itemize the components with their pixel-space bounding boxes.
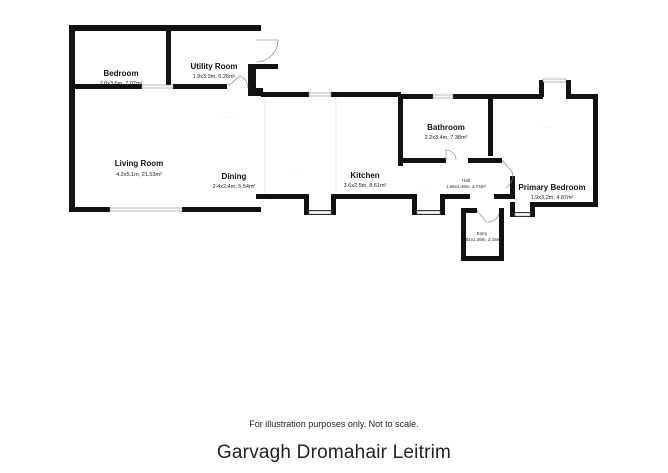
window bbox=[109, 207, 183, 212]
window bbox=[514, 212, 531, 217]
window bbox=[432, 94, 454, 99]
room-labels: Bedroom 2.0x3.6m, 7.07m² Utility Room 1.… bbox=[100, 62, 586, 242]
room-name-utility: Utility Room bbox=[190, 62, 237, 71]
wall bbox=[248, 64, 256, 90]
room-dims-primary-bedroom: 1.9x3.2m, 4.87m² bbox=[531, 195, 574, 201]
wall bbox=[173, 84, 227, 89]
wall bbox=[304, 194, 309, 214]
wall bbox=[566, 94, 598, 99]
wall bbox=[398, 94, 433, 99]
wall bbox=[69, 84, 142, 89]
room-dims-entry: 1.51x1.49m, 2.16m² bbox=[462, 237, 503, 242]
measurement-note: · · · · · · · bbox=[420, 183, 431, 186]
room-name-entry: Entry bbox=[477, 231, 488, 236]
room-name-kitchen: Kitchen bbox=[350, 171, 379, 180]
wall bbox=[256, 194, 309, 199]
door-swing bbox=[445, 149, 457, 161]
measurement-note: · · · · · · · · bbox=[290, 174, 302, 177]
window bbox=[141, 84, 174, 89]
wall bbox=[398, 94, 403, 164]
wall bbox=[398, 160, 403, 166]
room-dims-kitchen: 3.6x2.5m, 8.61m² bbox=[344, 183, 387, 189]
room-name-hall: Hall bbox=[462, 178, 470, 183]
wall bbox=[261, 92, 309, 97]
wall bbox=[440, 194, 470, 199]
room-dims-utility: 1.9x3.3m, 6.26m² bbox=[193, 74, 236, 80]
wall bbox=[468, 158, 502, 163]
wall bbox=[331, 92, 401, 97]
wall bbox=[510, 202, 515, 217]
measurement-note: · · · · · · · · · bbox=[222, 116, 236, 119]
wall bbox=[488, 94, 543, 99]
wall bbox=[534, 202, 598, 207]
window bbox=[308, 92, 332, 97]
wall bbox=[182, 207, 261, 212]
room-dims-dining: 2.4x2.4m, 5.54m² bbox=[213, 184, 256, 190]
wall bbox=[331, 194, 336, 214]
room-dims-bathroom: 2.2x3.4m, 7.38m² bbox=[425, 135, 468, 141]
wall bbox=[461, 208, 466, 260]
room-dims-hall: 1.65x1.49m, 2.74m² bbox=[446, 184, 487, 189]
wall bbox=[461, 208, 477, 213]
walls bbox=[69, 25, 598, 261]
windows bbox=[109, 78, 567, 217]
measurement-notes: · · · · · · · · · · · · · · · · · · · · … bbox=[222, 116, 552, 186]
door-swing bbox=[227, 75, 249, 89]
disclaimer-text: For illustration purposes only. Not to s… bbox=[249, 419, 419, 429]
wall bbox=[488, 94, 493, 156]
wall bbox=[539, 80, 544, 97]
wall bbox=[166, 25, 171, 86]
wall bbox=[69, 25, 261, 31]
room-name-dining: Dining bbox=[222, 172, 247, 181]
wall bbox=[593, 94, 598, 207]
wall bbox=[440, 194, 445, 214]
window bbox=[308, 210, 332, 215]
wall bbox=[499, 208, 504, 260]
measurement-note: · · · · · · · · bbox=[540, 126, 552, 129]
wall bbox=[331, 194, 417, 199]
property-address: Garvagh Dromahair Leitrim bbox=[216, 442, 452, 463]
wall bbox=[566, 80, 571, 97]
wall bbox=[461, 256, 504, 261]
room-name-living: Living Room bbox=[115, 159, 163, 168]
door-swing bbox=[501, 159, 513, 189]
wall bbox=[69, 25, 75, 211]
wall bbox=[453, 94, 493, 99]
wall bbox=[412, 194, 417, 214]
wall bbox=[510, 176, 515, 196]
window bbox=[542, 78, 567, 83]
wall bbox=[69, 207, 110, 212]
room-name-primary-bedroom: Primary Bedroom bbox=[518, 183, 585, 192]
wall bbox=[494, 194, 515, 199]
room-name-bathroom: Bathroom bbox=[427, 123, 465, 132]
doors bbox=[227, 39, 513, 223]
window bbox=[416, 210, 441, 215]
door-swing bbox=[255, 39, 279, 63]
room-dims-bedroom: 2.0x3.6m, 7.07m² bbox=[100, 81, 143, 87]
wall bbox=[398, 158, 446, 163]
wall bbox=[248, 64, 278, 69]
floor-divisions bbox=[110, 96, 337, 210]
room-dims-living: 4.2x5.1m, 21.53m² bbox=[116, 172, 162, 178]
wall bbox=[530, 202, 535, 217]
door-swing bbox=[476, 209, 500, 223]
room-name-bedroom: Bedroom bbox=[103, 69, 138, 78]
wall bbox=[248, 88, 263, 96]
